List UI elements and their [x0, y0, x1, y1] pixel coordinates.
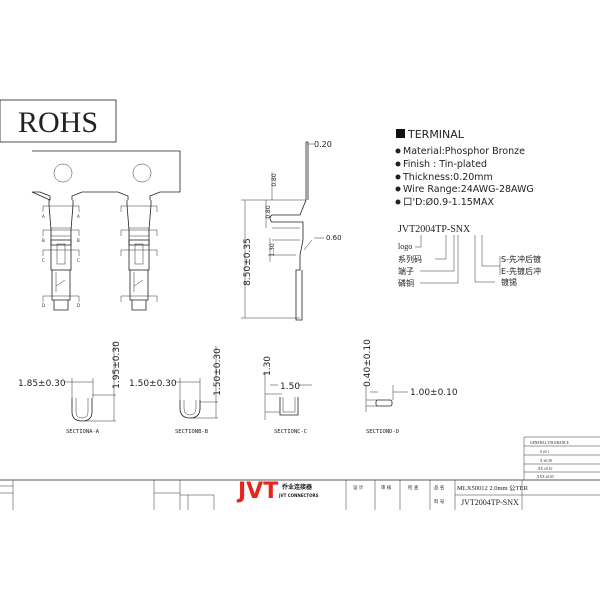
dim-top: 0.80 [271, 173, 278, 187]
jvt-logo: JVT [236, 479, 278, 504]
legend-phosphor-copper: 磷铜 [398, 278, 414, 288]
section-b-width: 1.50±0.30 [129, 379, 177, 389]
section-mark-a: A [77, 214, 80, 219]
pilot-hole [53, 163, 73, 183]
title-block: JVT 乔业连接器 JVT CONNECTORS 设 计 审 核 检 查 品 名… [0, 479, 600, 510]
header-check: 检 查 [408, 484, 419, 491]
spec-title: TERMINAL [407, 128, 465, 141]
header-review: 审 核 [381, 484, 392, 491]
legend-plating-s: S-先冲后镀 [501, 254, 541, 264]
dim-thickness: 0.20 [314, 140, 332, 149]
tolerance-row: 0 ±0.1 [540, 450, 549, 454]
part-code-legend: JVT2004TP-SNX logo 系列码 端子 磷铜 镀锡 S-先冲后镀 E… [398, 224, 541, 288]
header-product-name: 品 名 [434, 484, 444, 491]
section-c-width: 1.50 [280, 382, 300, 392]
rohs-box: ROHS [0, 99, 117, 143]
spec-block: TERMINAL Material:Phosphor Bronze Finish… [395, 128, 534, 208]
dim-mid: 0.80 [265, 205, 272, 219]
terminal-strip-view: A A B B C C D D [31, 150, 181, 311]
tolerance-row: X ±0.30 [540, 459, 552, 463]
pilot-hole [132, 163, 152, 183]
product-name: MLX50012 2.0mm 公TER [457, 485, 529, 492]
section-b-label: SECTIONB-B [175, 429, 209, 435]
dim-overall-length: 8.50±0.35 [243, 238, 253, 286]
dim-lower: 1.30 [269, 243, 276, 257]
header-part-no: 料 号 [434, 498, 445, 505]
spec-material: Material:Phosphor Bronze [403, 146, 525, 157]
part-no: JVT2004TP-SNX [461, 498, 519, 507]
rohs-label: ROHS [18, 106, 98, 139]
spec-wire-range: Wire Range:24AWG-28AWG [403, 184, 534, 195]
section-mark-a: A [42, 214, 45, 219]
header-design: 设 计 [353, 484, 364, 491]
section-mark-b: B [77, 238, 80, 243]
section-mark-d: D [42, 303, 45, 308]
part-code: JVT2004TP-SNX [398, 224, 471, 235]
section-c-label: SECTIONC-C [274, 429, 307, 435]
section-b-height: 1.50±0.30 [213, 348, 223, 396]
brand-en: JVT CONNECTORS [278, 493, 319, 498]
section-a-width: 1.85±0.30 [18, 379, 66, 389]
legend-tin-plating: 镀锡 [501, 277, 517, 287]
legend-logo: logo [398, 242, 412, 251]
terminal-bullet-square [396, 129, 405, 138]
legend-plating-e: E-先镀后冲 [501, 266, 541, 276]
section-a-a: 1.85±0.30 1.95±0.30 SECTIONA-A [18, 341, 122, 435]
section-a-height: 1.95±0.30 [112, 341, 122, 389]
section-mark-d: D [77, 303, 80, 308]
section-mark-c: C [77, 258, 80, 263]
tolerance-row: .XX ±0.10 [537, 467, 552, 471]
spec-insulation-diameter: 口'D:Ø0.9-1.15MAX [403, 197, 494, 208]
section-c-height: 1.30 [263, 356, 273, 376]
dim-lance: 0.60 [326, 234, 342, 242]
terminal-outline: A A B B C C D D [42, 200, 80, 311]
legend-series: 系列码 [398, 254, 422, 264]
tolerance-row: .XXX ±0.05 [536, 475, 554, 479]
tolerance-title: GENERAL TOLERANCE [530, 441, 570, 445]
section-mark-c: C [42, 258, 45, 263]
section-d-width: 1.00±0.10 [410, 388, 458, 398]
terminal-outline [120, 200, 158, 311]
section-a-label: SECTIONA-A [66, 429, 100, 435]
spec-finish: Finish : Tin-plated [403, 159, 487, 170]
section-c-c: 1.50 1.30 SECTIONC-C [263, 356, 312, 435]
section-d-label: SECTIOND-D [366, 429, 399, 435]
brand-cn: 乔业连接器 [281, 483, 313, 491]
section-mark-b: B [42, 238, 45, 243]
section-b-b: 1.50±0.30 1.50±0.30 SECTIONB-B [129, 346, 223, 435]
section-d-d: 1.00±0.10 0.40±0.10 SECTIOND-D [363, 339, 458, 435]
section-d-height: 0.40±0.10 [363, 339, 373, 387]
legend-terminal: 端子 [398, 266, 414, 276]
spec-thickness: Thickness:0.20mm [402, 172, 493, 183]
tolerance-table: GENERAL TOLERANCE 0 ±0.1 X ±0.30 .XX ±0.… [523, 436, 600, 480]
side-view: 8.50±0.35 0.20 0.80 0.80 0.60 1.30 [241, 140, 342, 321]
